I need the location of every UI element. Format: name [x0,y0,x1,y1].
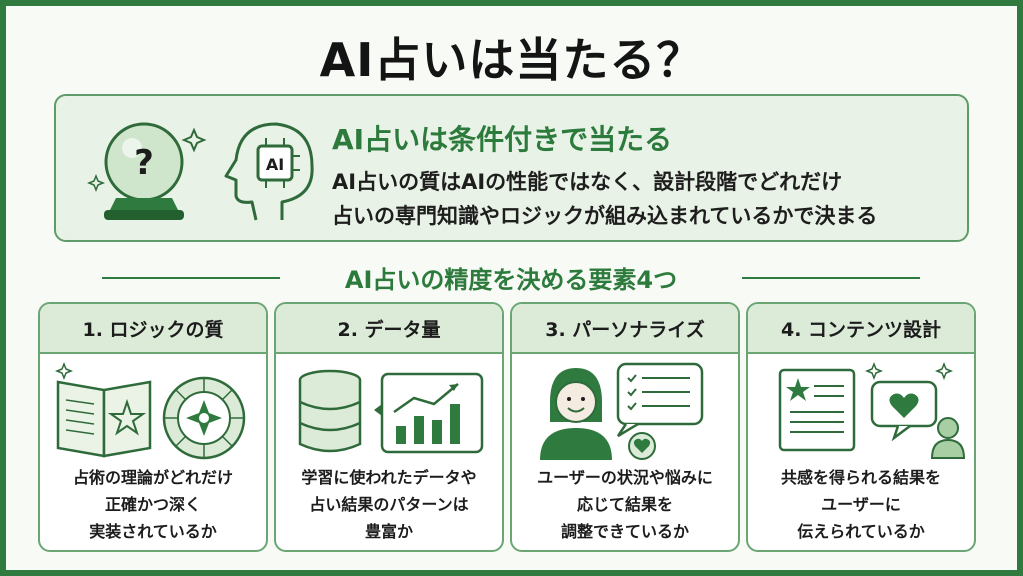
document-heart-message-icon [778,361,966,459]
card-line: 占術の理論がどれだけ [72,468,233,487]
card-line: 学習に使われたデータや [301,468,477,487]
summary-line-1: AI占いの質はAIの性能ではなく、設計段階でどれだけ [332,170,843,194]
summary-icons: ? AI [86,122,314,221]
divider-right [742,277,920,279]
section-title: AI占いの精度を決める要素4つ [344,266,678,294]
card-description: 学習に使われたデータや 占い結果のパターンは 豊富か [276,464,502,545]
section-header: AI占いの精度を決める要素4つ [6,260,1017,294]
page-title: AI占いは当たる？ [319,33,704,87]
card-line: ユーザーの状況や悩みに [537,468,713,487]
card-line: 豊富か [364,522,413,541]
summary-panel: ? AI AI占いは条件付きで当たる AI占いの質はAIの性能ではなく、設計段階… [54,94,969,242]
summary-heading: AI占いは条件付きで当たる [332,123,673,156]
crystal-ball-icon: ? [86,122,207,220]
person-checklist-icon [540,362,704,460]
svg-text:?: ? [134,143,154,183]
factor-card-personalize: 3. パーソナライズ ユーザーの状況や悩みに 応じて結果を 調整できているか [510,302,740,552]
card-title: 2. データ量 [276,304,502,354]
card-title: 3. パーソナライズ [512,304,738,354]
card-line: 共感を得られる結果を [780,468,941,487]
factor-card-data-volume: 2. データ量 学習に使われたデータや 占い結果のパターンは 豊富か [274,302,504,552]
book-and-zodiac-wheel-icon [54,361,246,460]
divider-left [102,277,280,279]
card-title: 4. コンテンツ設計 [748,304,974,354]
card-line: 伝えられているか [797,522,925,541]
factor-card-logic: 1. ロジックの質 占術の理論がどれだけ 正確かつ深く 実装されて [38,302,268,552]
card-line: 調整できているか [560,522,689,541]
svg-text:AI: AI [266,155,284,174]
card-line: 実装されているか [89,522,217,541]
card-description: 占術の理論がどれだけ 正確かつ深く 実装されているか [40,464,266,545]
card-title: 1. ロジックの質 [40,304,266,354]
database-and-chart-icon [298,369,484,454]
card-description: 共感を得られる結果を ユーザーに 伝えられているか [748,464,974,545]
card-description: ユーザーの状況や悩みに 応じて結果を 調整できているか [512,464,738,545]
ai-head-icon: AI [224,122,314,221]
factor-card-content-design: 4. コンテンツ設計 共感を得られる結果を ユーザーに 伝えられているか [746,302,976,552]
card-line: 占い結果のパターンは [309,495,469,514]
infographic-frame: AI占いは当たる？ ? AI [6,6,1017,570]
card-line: 正確かつ深く [104,495,201,514]
card-line: ユーザーに [821,495,901,514]
card-line: 応じて結果を [576,495,673,514]
summary-line-2: 占いの専門知識やロジックが組み込まれているかで決まる [332,204,878,228]
